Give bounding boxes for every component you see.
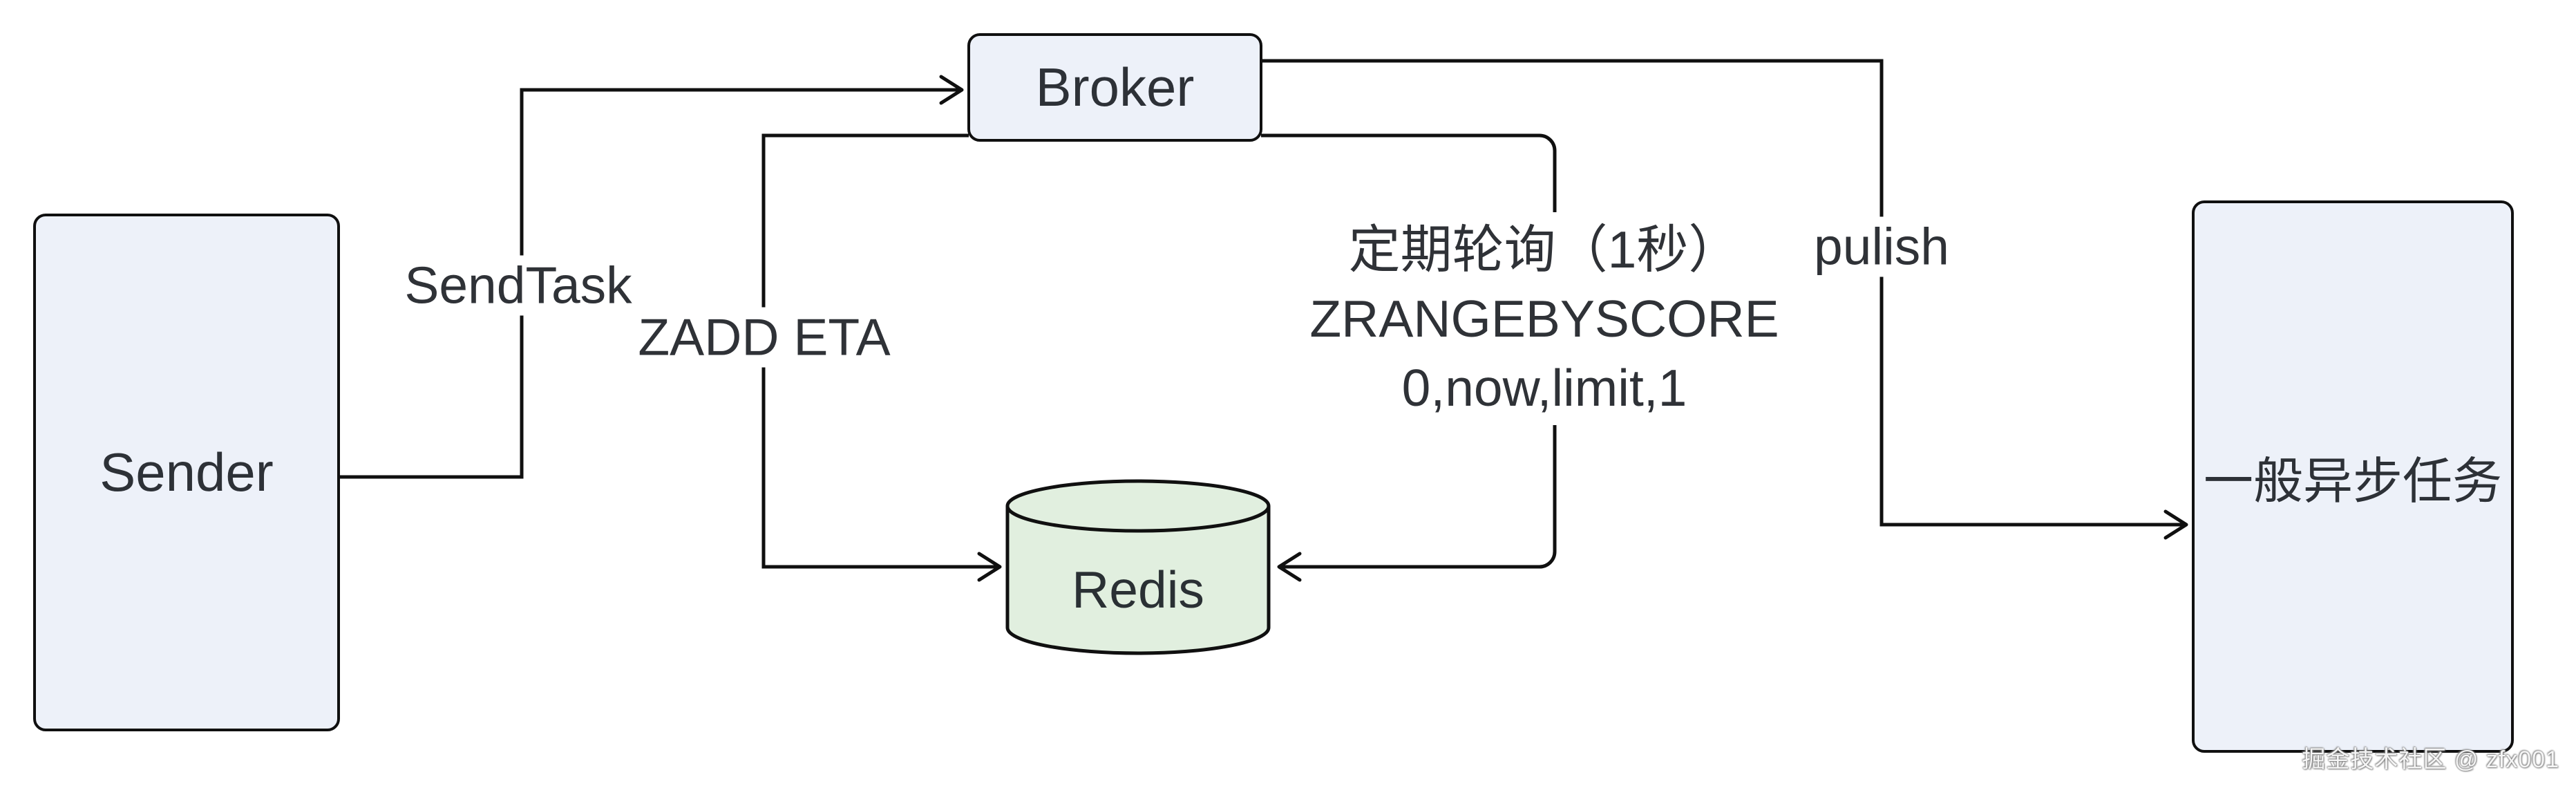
edge-label-poll: 定期轮询（1秒） ZRANGEBYSCORE 0,now,limit,1 <box>1296 212 1793 425</box>
node-async-task: 一般异步任务 <box>2192 200 2514 753</box>
edge-label-poll-line1: 定期轮询（1秒） <box>1348 221 1741 279</box>
node-sender: Sender <box>33 214 340 731</box>
node-broker: Broker <box>967 33 1262 142</box>
edge-label-poll-line2: ZRANGEBYSCORE <box>1309 290 1779 348</box>
edge-label-sendtask: SendTask <box>392 255 645 316</box>
watermark: 掘金技术社区 @ zfx001 <box>2302 747 2559 773</box>
edge-label-poll-line3: 0,now,limit,1 <box>1401 359 1687 417</box>
edge-label-publish: pulish <box>1801 216 1962 277</box>
node-sender-label: Sender <box>100 442 274 503</box>
node-redis-label: Redis <box>1072 561 1204 619</box>
edge-label-zadd-eta: ZADD ETA <box>625 307 903 368</box>
node-async-task-label: 一般异步任务 <box>2203 454 2502 509</box>
node-broker-label: Broker <box>1035 57 1195 118</box>
edge-publish-line <box>1261 59 2188 540</box>
database-cylinder-icon <box>1005 479 1271 655</box>
node-redis: Redis <box>1005 478 1271 655</box>
